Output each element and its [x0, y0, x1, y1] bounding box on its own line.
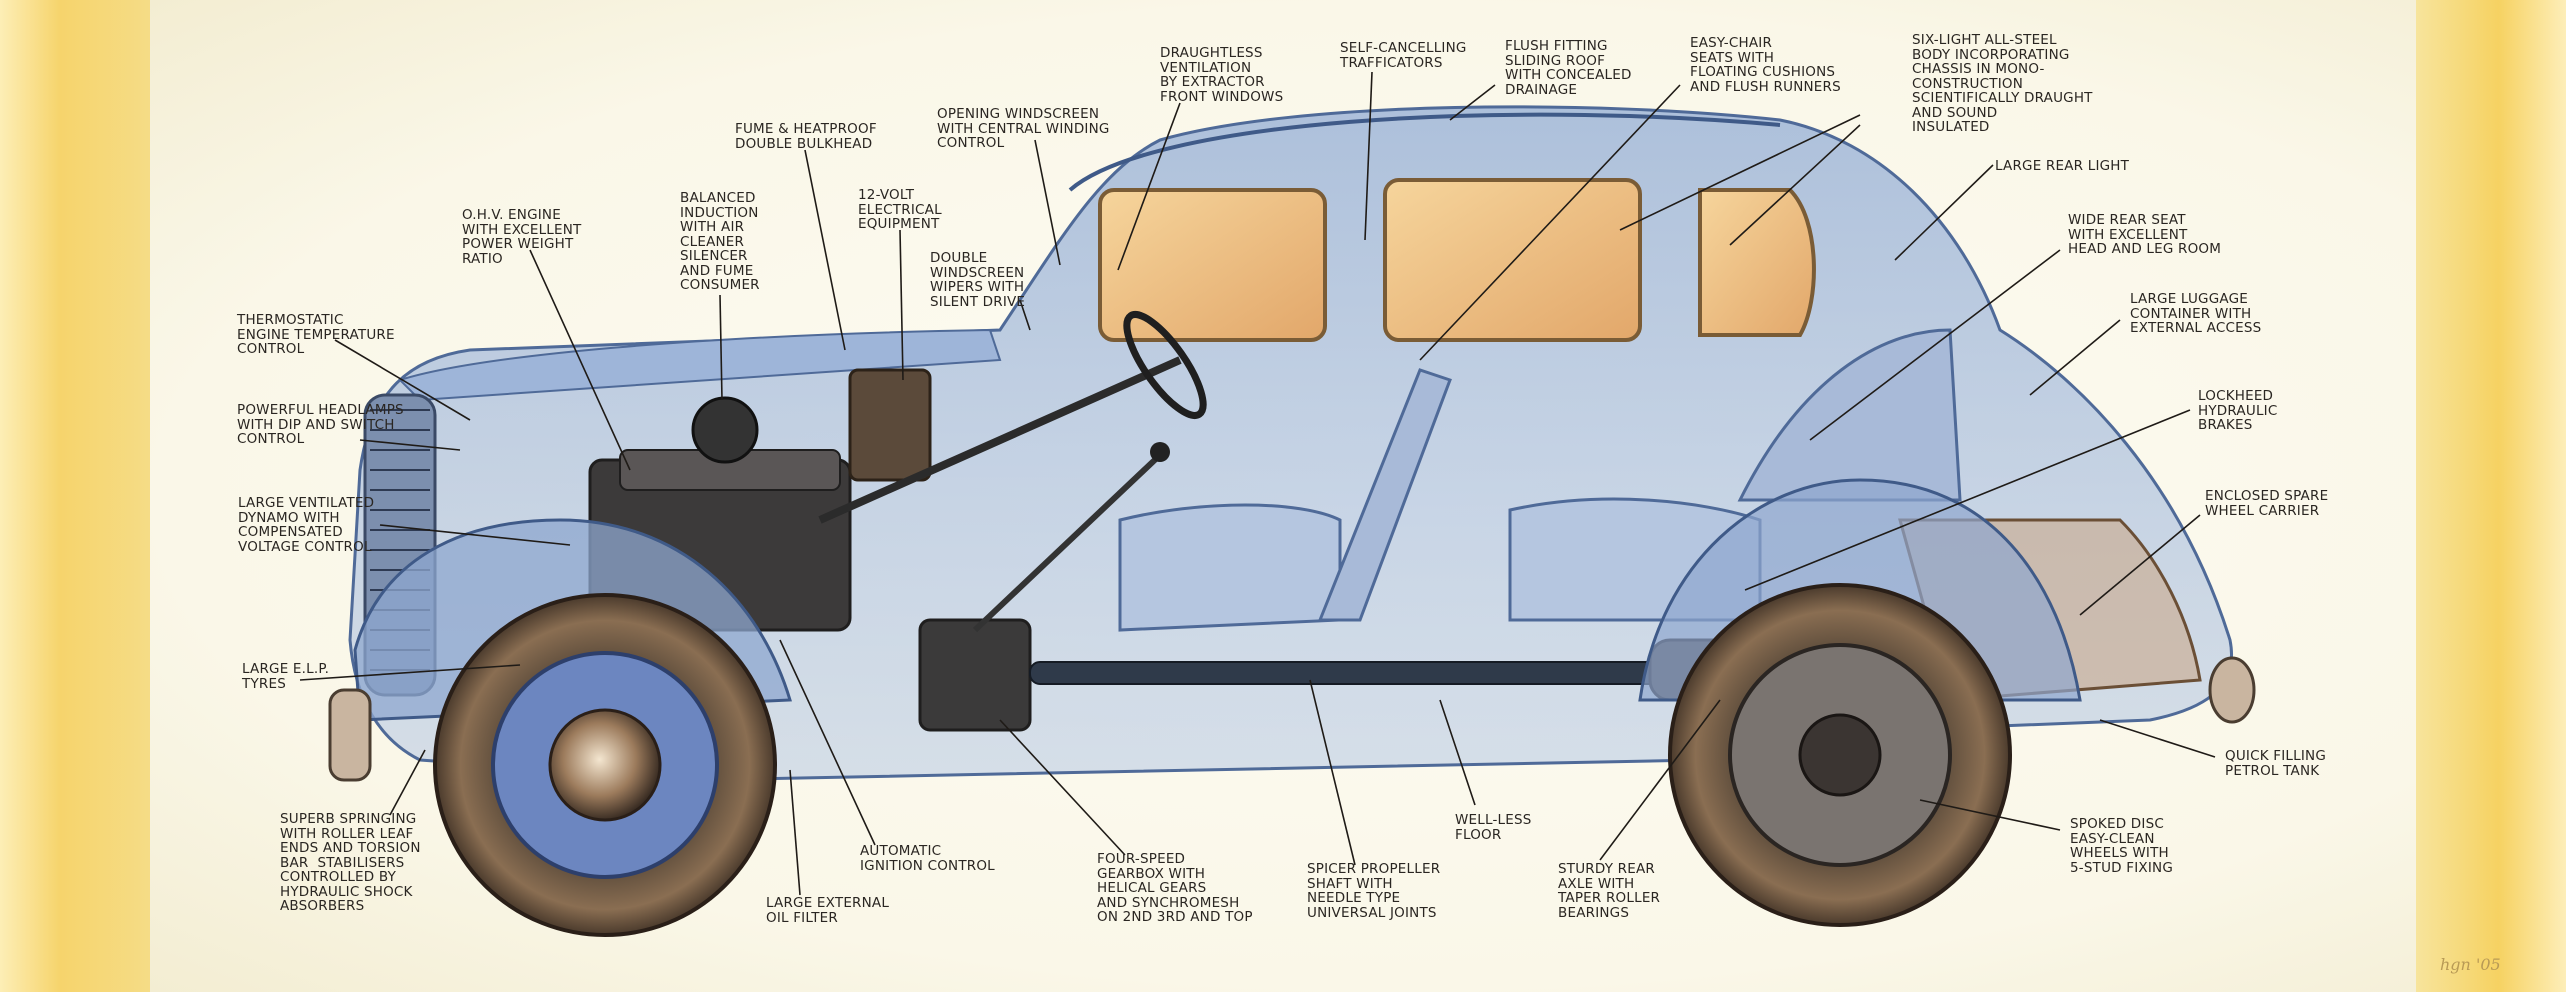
roofline [1068, 112, 1781, 192]
front-wheel [433, 593, 777, 937]
bonnet [398, 328, 1002, 402]
callout-opening-windscreen: OPENING WINDSCREEN WITH CENTRAL WINDING … [937, 106, 1110, 151]
rear-seat-back [1737, 328, 1962, 502]
callout-spoked-disc-wheels: SPOKED DISC EASY-CLEAN WHEELS WITH 5-STU… [2070, 816, 2173, 876]
gear-knob [1150, 442, 1170, 462]
rear-window [1698, 188, 1816, 337]
callout-four-speed-gearbox: FOUR-SPEED GEARBOX WITH HELICAL GEARS AN… [1097, 851, 1253, 925]
page-edge-right [2416, 0, 2566, 992]
propeller-shaft [1029, 661, 1671, 685]
callout-automatic-ignition-control: AUTOMATIC IGNITION CONTROL [860, 843, 995, 874]
callout-thermostatic-control: THERMOSTATIC ENGINE TEMPERATURE CONTROL [237, 312, 395, 357]
middle-window [1383, 178, 1642, 342]
callout-lockheed-brakes: LOCKHEED HYDRAULIC BRAKES [2198, 388, 2278, 433]
callout-draughtless-ventilation: DRAUGHTLESS VENTILATION BY EXTRACTOR FRO… [1160, 45, 1284, 105]
callout-self-cancelling-trafficators: SELF-CANCELLING TRAFFICATORS [1340, 40, 1467, 71]
callout-double-windscreen-wipers: DOUBLE WINDSCREEN WIPERS WITH SILENT DRI… [930, 250, 1026, 310]
rear-wheel [1668, 583, 2012, 927]
callout-large-luggage-container: LARGE LUGGAGE CONTAINER WITH EXTERNAL AC… [2130, 291, 2262, 336]
callout-large-ventilated-dynamo: LARGE VENTILATED DYNAMO WITH COMPENSATED… [238, 495, 375, 555]
gear-lever [972, 452, 1163, 633]
callout-balanced-induction: BALANCED INDUCTION WITH AIR CLEANER SILE… [680, 190, 760, 293]
battery [848, 368, 932, 482]
callout-ohv-engine: O.H.V. ENGINE WITH EXCELLENT POWER WEIGH… [462, 207, 582, 267]
steering-wheel [1123, 311, 1207, 419]
front-bumper [328, 688, 372, 782]
callout-easy-chair-seats: EASY-CHAIR SEATS WITH FLOATING CUSHIONS … [1690, 35, 1841, 95]
leader-lines [299, 71, 2216, 896]
front-seat-back [1317, 368, 1452, 622]
callout-large-rear-light: LARGE REAR LIGHT [1995, 158, 2130, 174]
air-cleaner [691, 396, 759, 464]
callout-sturdy-rear-axle: STURDY REAR AXLE WITH TAPER ROLLER BEARI… [1558, 861, 1661, 921]
gearbox [918, 618, 1032, 732]
callout-powerful-headlamps: POWERFUL HEADLAMPS WITH DIP AND SWITCH C… [237, 402, 404, 447]
callout-wide-rear-seat: WIDE REAR SEAT WITH EXCELLENT HEAD AND L… [2068, 212, 2222, 257]
front-seat [1118, 503, 1342, 632]
page-edge-left [0, 0, 150, 992]
rear-bumper [2208, 656, 2256, 724]
callout-flush-fitting-roof: FLUSH FITTING SLIDING ROOF WITH CONCEALE… [1505, 38, 1632, 98]
callout-large-elp-tyres: LARGE E.L.P. TYRES [242, 661, 330, 692]
steering-column [818, 356, 1182, 524]
callout-twelve-volt: 12-VOLT ELECTRICAL EQUIPMENT [858, 187, 942, 232]
callout-fume-heatproof-bulkhead: FUME & HEATPROOF DOUBLE BULKHEAD [735, 121, 877, 152]
front-window [1098, 188, 1327, 342]
callout-large-external-oil-filter: LARGE EXTERNAL OIL FILTER [766, 895, 890, 926]
callout-six-light-body: SIX-LIGHT ALL-STEEL BODY INCORPORATING C… [1912, 32, 2093, 135]
artist-signature: hgn '05 [2440, 955, 2501, 974]
callout-enclosed-spare-wheel: ENCLOSED SPARE WHEEL CARRIER [2205, 488, 2329, 519]
callout-spicer-propeller-shaft: SPICER PROPELLER SHAFT WITH NEEDLE TYPE … [1307, 861, 1441, 921]
callout-superb-springing: SUPERB SPRINGING WITH ROLLER LEAF ENDS A… [280, 811, 421, 914]
callout-quick-filling-petrol-tank: QUICK FILLING PETROL TANK [2225, 748, 2326, 779]
callout-well-less-floor: WELL-LESS FLOOR [1455, 812, 1532, 843]
